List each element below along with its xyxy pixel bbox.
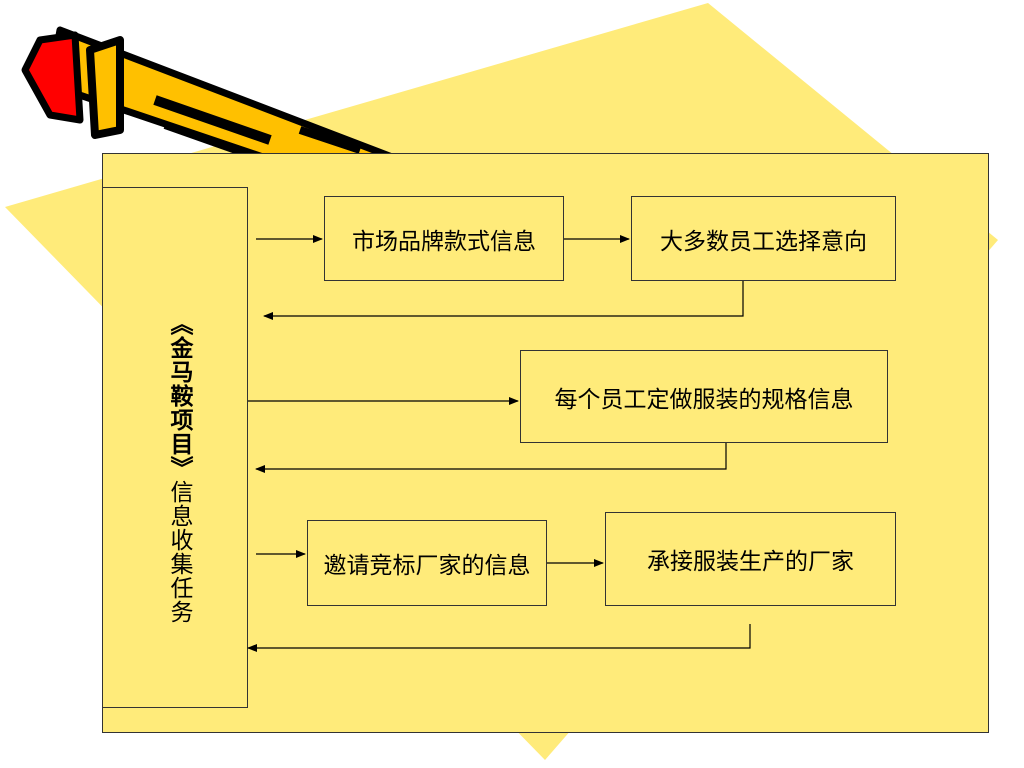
task-title: 《金马鞍项目》信息收集任务 <box>164 312 194 624</box>
task-name: 信息收集任务 <box>166 480 192 624</box>
arrow-return-2 <box>255 443 727 473</box>
node-market-brand: 市场品牌款式信息 <box>324 196 564 281</box>
task-title-box <box>102 187 248 708</box>
node-staff-choice: 大多数员工选择意向 <box>631 196 896 281</box>
node-size-info: 每个员工定做服装的规格信息 <box>520 350 888 443</box>
project-name: 《金马鞍项目》 <box>166 312 193 480</box>
arrow-return-3 <box>247 624 751 652</box>
node-bidding: 邀请竞标厂家的信息 <box>307 520 547 606</box>
node-manufacturer: 承接服装生产的厂家 <box>605 512 896 606</box>
arrow-return-1 <box>263 281 744 320</box>
